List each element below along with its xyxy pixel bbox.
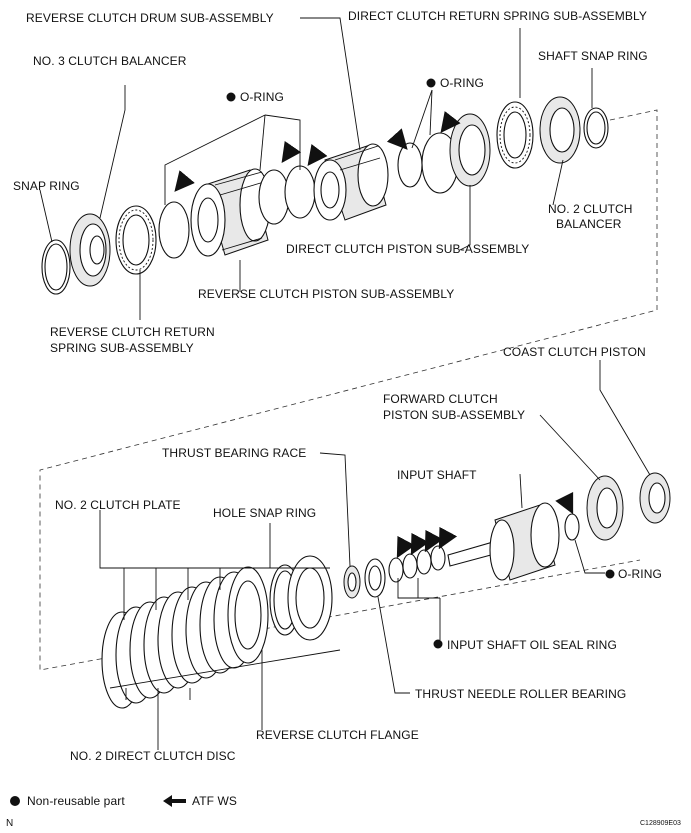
label-no2-clutch-balancer-2: BALANCER xyxy=(556,217,622,231)
legend-non-reusable-dot xyxy=(10,796,20,806)
legend-atf-arrow xyxy=(163,795,186,807)
label-shaft-snap-ring: SHAFT SNAP RING xyxy=(538,49,648,63)
label-o-ring-3: O-RING xyxy=(618,567,662,581)
leader-lines-top xyxy=(39,17,593,320)
forward-clutch-piston-part xyxy=(586,475,624,541)
reverse-clutch-drum-part xyxy=(313,143,389,221)
label-hole-snap-ring: HOLE SNAP RING xyxy=(213,506,316,520)
no3-clutch-balancer-part xyxy=(69,213,111,287)
label-o-ring-1: O-RING xyxy=(240,90,284,104)
no2-clutch-balancer-part xyxy=(539,96,581,164)
clutch-plate-stack xyxy=(101,566,269,709)
reverse-clutch-return-spring-part xyxy=(115,205,157,275)
label-reverse-clutch-drum: REVERSE CLUTCH DRUM SUB-ASSEMBLY xyxy=(26,11,274,25)
thrust-needle-bearing-part xyxy=(364,558,386,598)
label-no2-clutch-balancer-1: NO. 2 CLUTCH xyxy=(548,202,633,216)
input-shaft-part xyxy=(447,502,560,581)
label-direct-clutch-return-spring: DIRECT CLUTCH RETURN SPRING SUB-ASSEMBLY xyxy=(348,9,647,23)
label-input-shaft: INPUT SHAFT xyxy=(397,468,477,482)
label-o-ring-2: O-RING xyxy=(440,76,484,90)
non-reusable-dot-3 xyxy=(605,569,615,579)
legend-atf-label: ATF WS xyxy=(192,794,237,808)
non-reusable-dot-4 xyxy=(433,639,443,649)
atf-arrows-top xyxy=(174,111,461,192)
non-reusable-dot-2 xyxy=(426,78,436,88)
o-ring-right-pair xyxy=(397,132,459,194)
o-ring-bottom xyxy=(564,513,580,541)
label-thrust-bearing-race: THRUST BEARING RACE xyxy=(162,446,306,460)
label-forward-clutch-piston-2: PISTON SUB-ASSEMBLY xyxy=(383,408,525,422)
thrust-bearing-race-part xyxy=(343,565,361,599)
label-forward-clutch-piston-1: FORWARD CLUTCH xyxy=(383,392,498,406)
coast-clutch-piston-part xyxy=(639,472,671,524)
legend-non-reusable-label: Non-reusable part xyxy=(27,794,125,808)
direct-clutch-return-spring-part xyxy=(496,101,534,169)
o-ring-left-1 xyxy=(158,201,190,259)
label-input-shaft-oil-seal-ring: INPUT SHAFT OIL SEAL RING xyxy=(447,638,617,652)
label-reverse-clutch-flange: REVERSE CLUTCH FLANGE xyxy=(256,728,419,742)
label-reverse-clutch-piston: REVERSE CLUTCH PISTON SUB-ASSEMBLY xyxy=(198,287,454,301)
label-reverse-clutch-return-spring-1: REVERSE CLUTCH RETURN xyxy=(50,325,215,339)
non-reusable-dot-1 xyxy=(226,92,236,102)
atf-arrows-bottom xyxy=(396,491,574,559)
reverse-clutch-piston-part xyxy=(190,168,271,257)
label-snap-ring: SNAP RING xyxy=(13,179,80,193)
oil-seal-rings-part xyxy=(388,545,446,583)
snap-ring-part xyxy=(41,239,71,295)
reverse-clutch-flange-part xyxy=(287,555,333,641)
label-thrust-needle-roller-bearing: THRUST NEEDLE ROLLER BEARING xyxy=(415,687,626,701)
label-no3-clutch-balancer: NO. 3 CLUTCH BALANCER xyxy=(33,54,187,68)
direct-clutch-piston-part xyxy=(449,113,491,187)
leader-lines-bottom xyxy=(99,360,651,750)
label-no2-direct-clutch-disc: NO. 2 DIRECT CLUTCH DISC xyxy=(70,749,236,763)
dashed-boundary xyxy=(39,109,658,671)
label-no2-clutch-plate: NO. 2 CLUTCH PLATE xyxy=(55,498,181,512)
footer-figure-code: C128909E03 xyxy=(640,820,681,827)
label-reverse-clutch-return-spring-2: SPRING SUB-ASSEMBLY xyxy=(50,341,194,355)
shaft-snap-ring-part xyxy=(583,107,609,149)
label-coast-clutch-piston: COAST CLUTCH PISTON xyxy=(503,345,646,359)
label-direct-clutch-piston: DIRECT CLUTCH PISTON SUB-ASSEMBLY xyxy=(286,242,529,256)
footer-corner-letter: N xyxy=(6,818,13,829)
o-ring-middle-pair xyxy=(258,165,316,225)
